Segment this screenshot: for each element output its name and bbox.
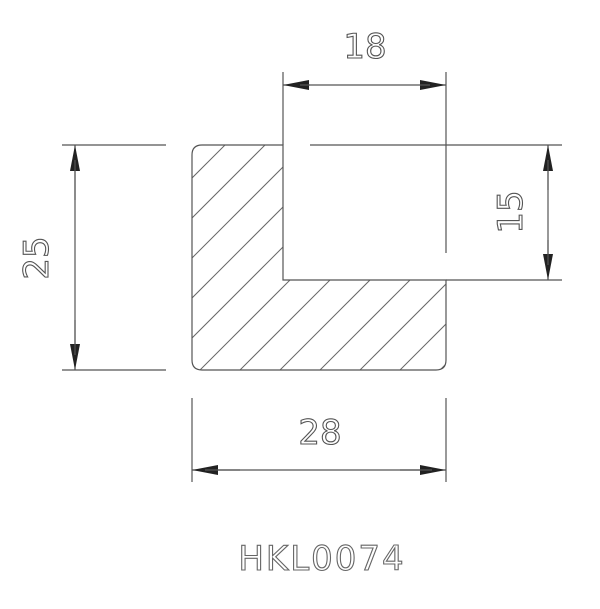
dimension-label: 18 [343, 27, 386, 67]
hatch-line [249, 145, 446, 370]
part-code-label: HKL0074 [238, 539, 405, 579]
hatch-line [409, 145, 446, 370]
hatch-line [289, 145, 446, 370]
hatch-line [192, 145, 351, 370]
hatch-line [209, 145, 446, 370]
hatch-line [192, 145, 391, 370]
dimension-notch-depth: 15 [446, 145, 562, 281]
hatch-line [369, 145, 446, 370]
profile-outline [191, 144, 447, 371]
dimension-width: 28 [191, 398, 447, 482]
hatch-line [192, 145, 431, 370]
section-hatching [192, 145, 446, 370]
dimension-height: 25 [16, 144, 166, 371]
hatch-line [192, 145, 311, 370]
dimension-label: 15 [491, 190, 531, 233]
hatch-line [192, 145, 271, 370]
dimension-label: 25 [17, 236, 57, 279]
dimension-notch-width: 18 [282, 26, 562, 253]
dimension-label: 28 [298, 413, 341, 453]
hatch-line [329, 145, 446, 370]
